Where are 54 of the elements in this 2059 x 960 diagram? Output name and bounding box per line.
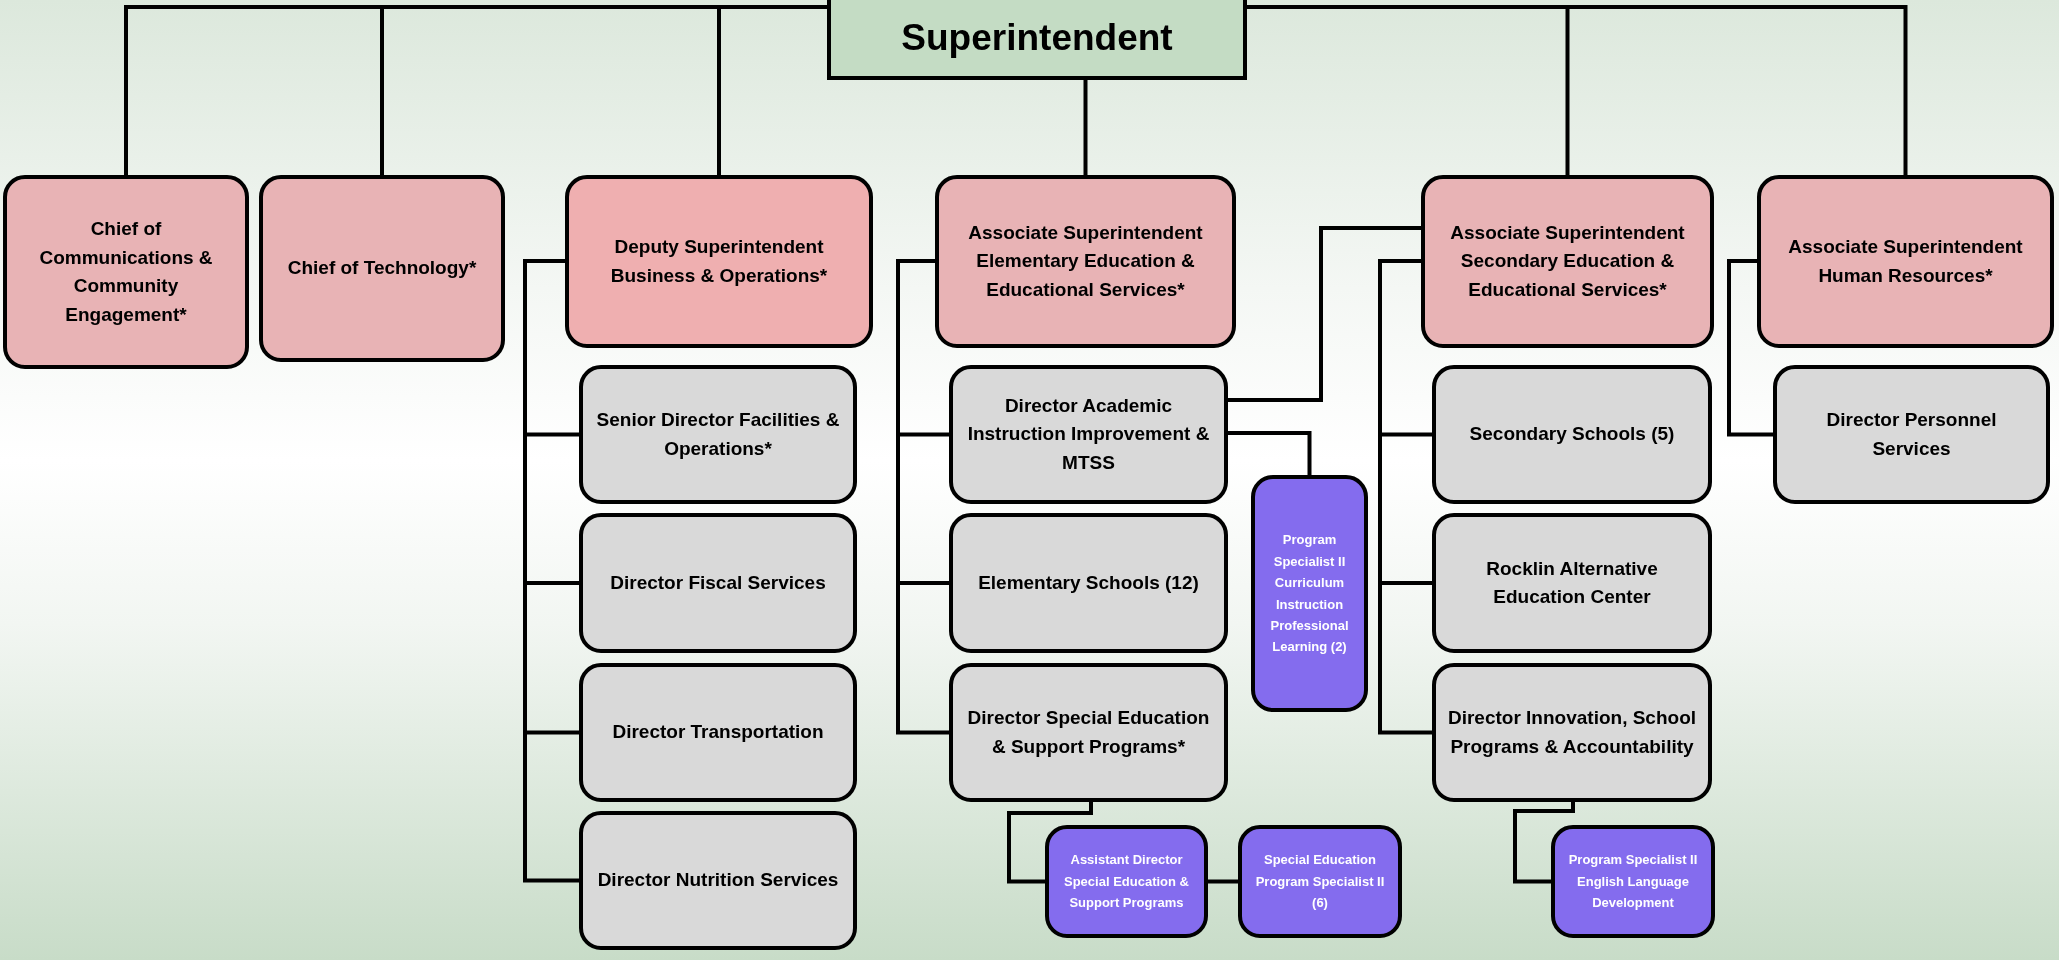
position-title: Deputy Superintendent Business & Operations*	[609, 235, 829, 288]
position-box	[579, 663, 857, 802]
position-box	[3, 175, 249, 369]
position-title: Program Specialist II Curriculum Instruction Professional Learning (2)	[1269, 531, 1350, 657]
position-title: Director Special Education & Support Programs*	[966, 706, 1211, 759]
position-box	[259, 175, 505, 362]
position-title: Senior Director Facilities & Operations*	[595, 408, 841, 461]
position-box	[1773, 365, 2050, 504]
position-box	[1251, 475, 1368, 712]
position-box	[565, 175, 873, 348]
connector-line	[1228, 431, 1312, 475]
position-title: Program Specialist II English Language Development	[1567, 851, 1699, 913]
connector-line	[896, 259, 949, 735]
connector-line	[1513, 802, 1575, 884]
position-box	[1432, 365, 1712, 504]
position-box	[1432, 663, 1712, 802]
connector-line	[1727, 259, 1773, 437]
position-title: Secondary Schools (5)	[1469, 422, 1675, 447]
position-box	[579, 513, 857, 653]
position-box	[579, 365, 857, 504]
position-box	[827, 0, 1247, 80]
connector-line	[1083, 80, 1088, 175]
position-title: Director Personnel Services	[1825, 408, 1998, 461]
connector-line	[717, 5, 827, 175]
position-title: Director Nutrition Services	[597, 868, 839, 893]
connector-line	[1007, 802, 1093, 884]
position-title: Assistant Director Special Education & Support Programs	[1063, 851, 1190, 913]
position-title: Director Innovation, School Programs & Accountability	[1446, 706, 1698, 759]
position-title: Special Education Program Specialist II (6)	[1254, 851, 1386, 913]
position-box	[935, 175, 1236, 348]
position-box	[579, 811, 857, 950]
position-title: Elementary Schools (12)	[978, 570, 1199, 595]
position-title: Director Transportation	[612, 720, 824, 745]
position-box	[1432, 513, 1712, 653]
connector-line	[1228, 226, 1421, 402]
position-title: Superintendent	[901, 17, 1173, 59]
position-box	[949, 365, 1228, 504]
connector-line	[523, 259, 579, 883]
position-title: Chief of Communications & Community Engagement*	[38, 217, 214, 327]
position-title: Director Academic Instruction Improvement & MTSS	[966, 393, 1211, 475]
position-title: Chief of Technology*	[287, 256, 477, 281]
position-title: Rocklin Alternative Education Center	[1485, 556, 1659, 609]
position-box	[1757, 175, 2054, 348]
position-title: Associate Superintendent Secondary Education & Educational Services*	[1449, 220, 1686, 302]
position-box	[1045, 825, 1208, 938]
connector-line	[1208, 879, 1238, 884]
position-title: Director Fiscal Services	[610, 570, 826, 595]
position-box	[1421, 175, 1714, 348]
position-title: Associate Superintendent Elementary Education & Educational Services*	[967, 220, 1204, 302]
position-box	[949, 663, 1228, 802]
position-box	[1238, 825, 1402, 938]
position-box	[1551, 825, 1715, 938]
position-box	[949, 513, 1228, 653]
position-title: Associate Superintendent Human Resources*	[1787, 235, 2024, 288]
